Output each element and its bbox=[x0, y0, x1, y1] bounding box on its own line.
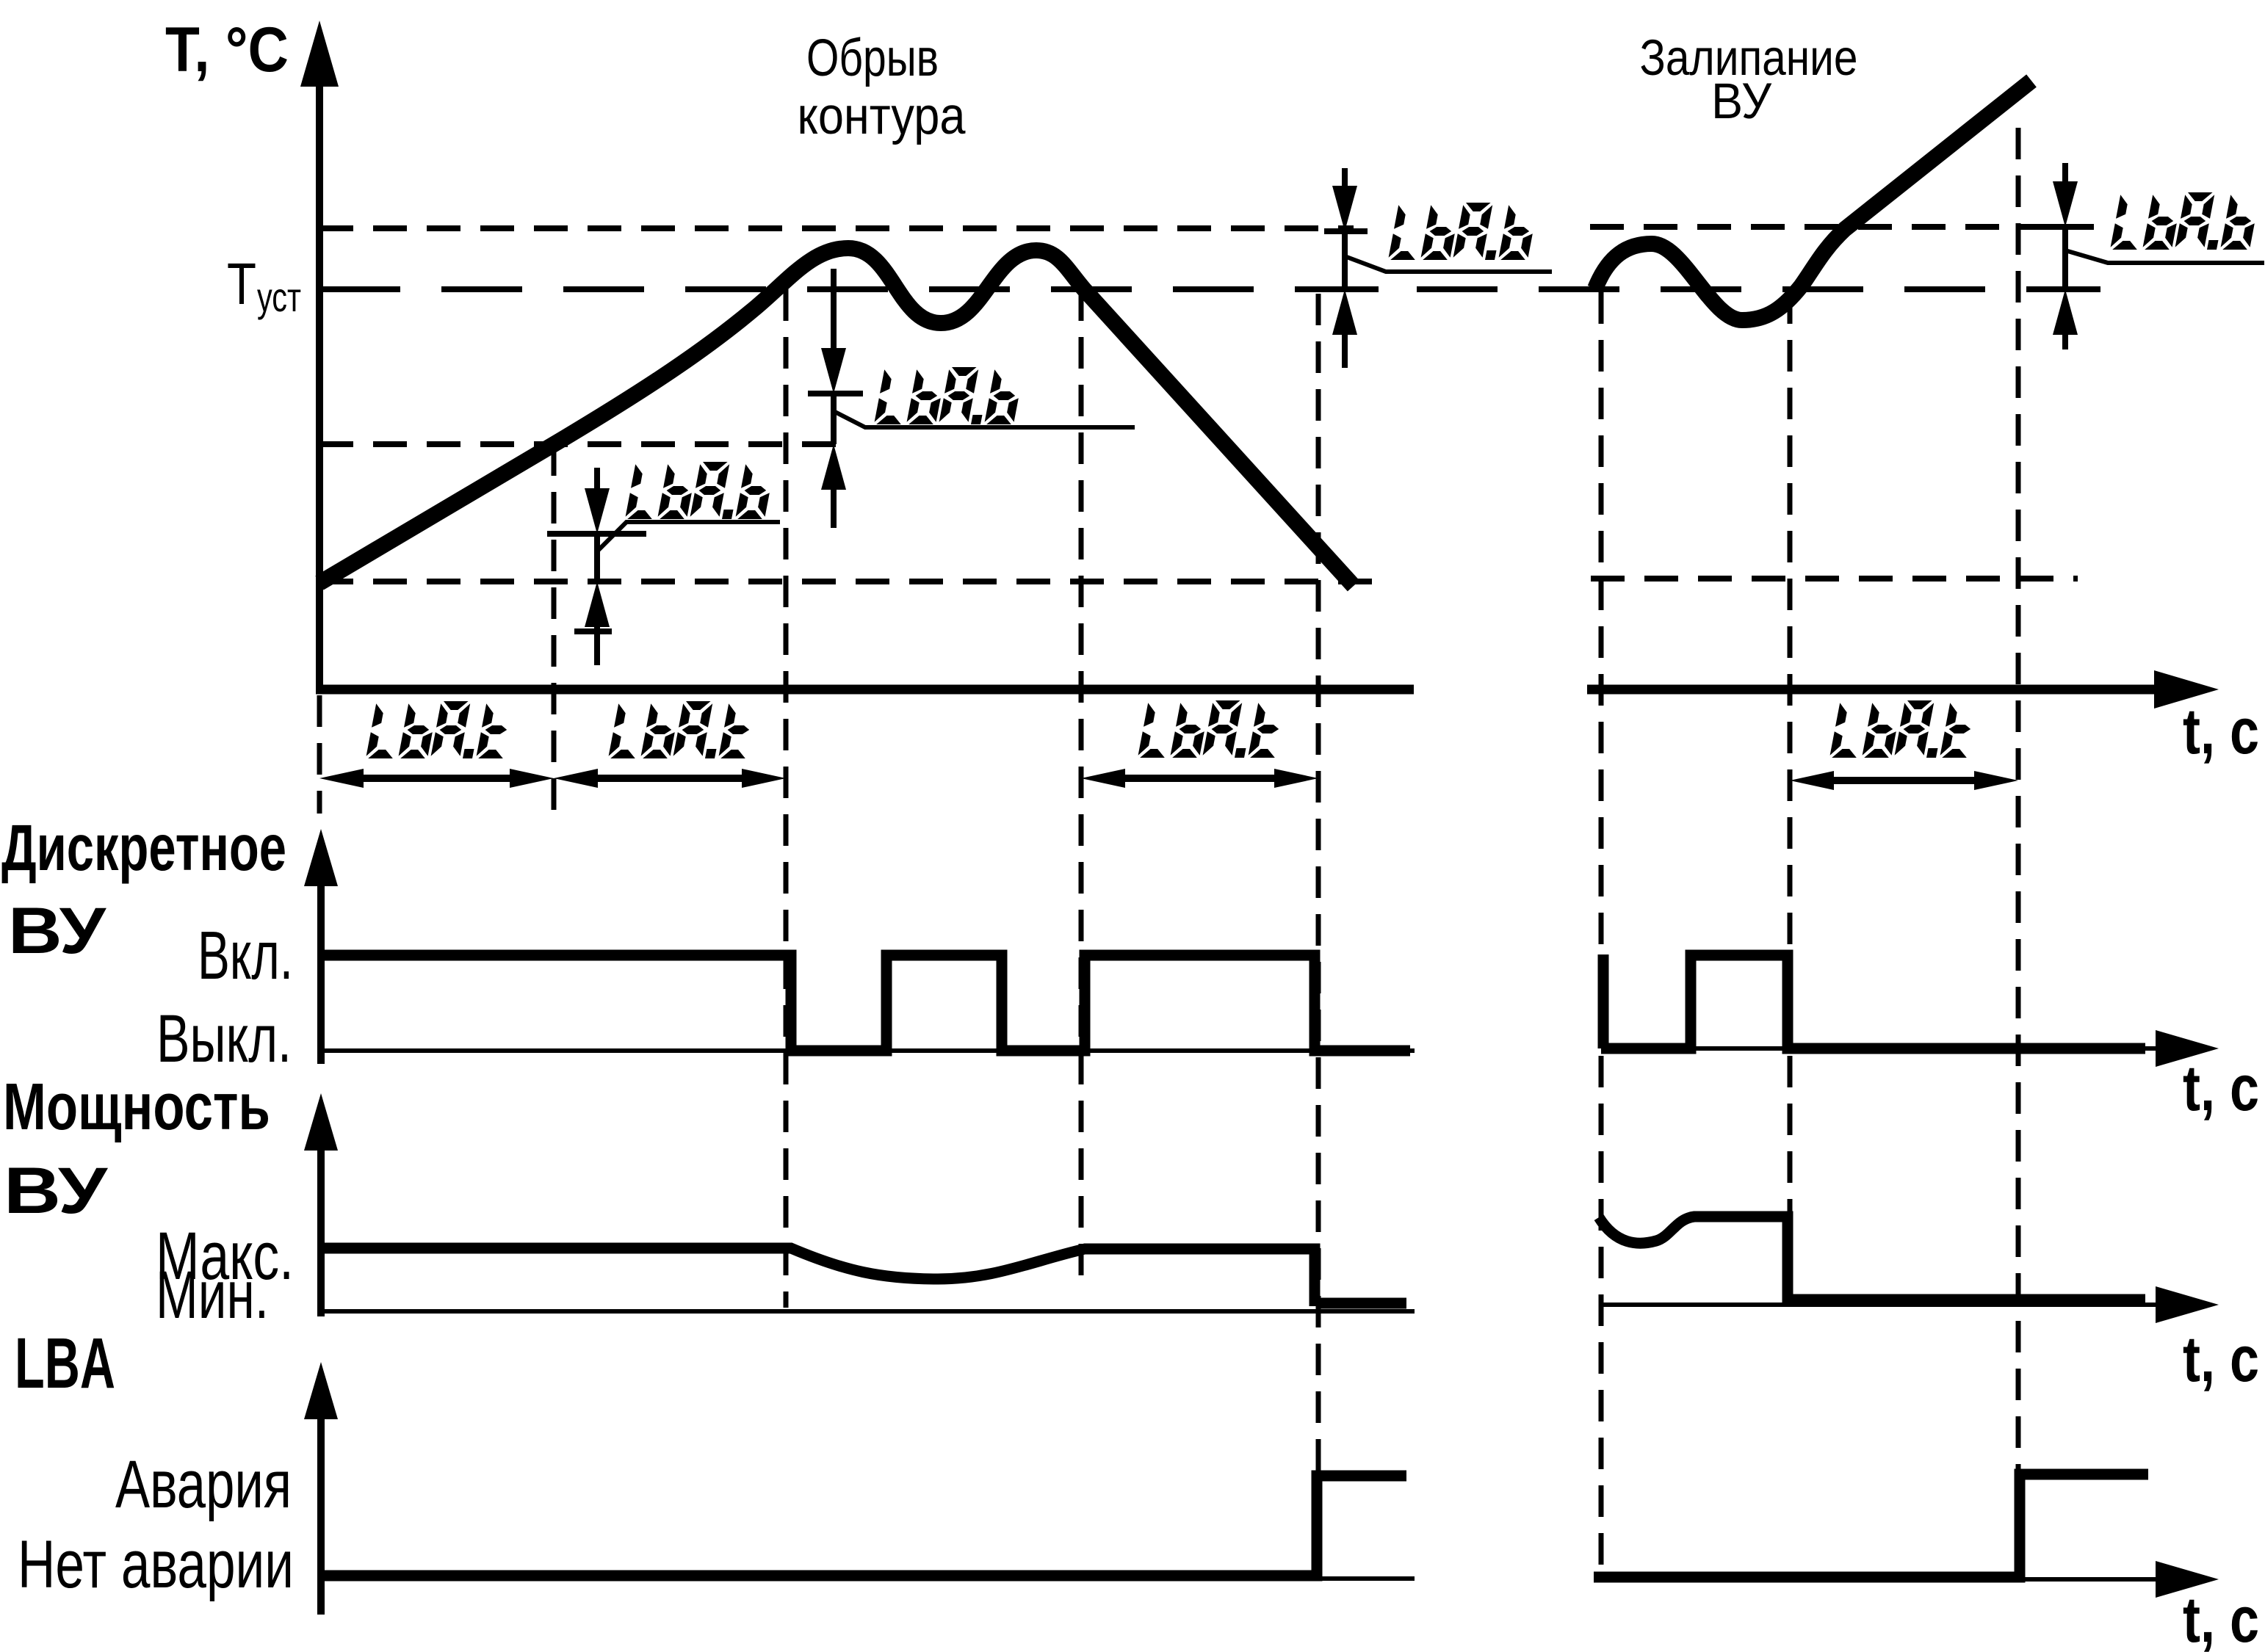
svg-text:Мин.: Мин. bbox=[156, 1258, 269, 1333]
svg-text:t, c: t, c bbox=[2183, 1051, 2259, 1124]
svg-text:Т: Т bbox=[227, 251, 256, 316]
svg-text:ВУ: ВУ bbox=[1711, 73, 1772, 129]
svg-text:Обрыв: Обрыв bbox=[806, 29, 939, 87]
svg-text:ВУ: ВУ bbox=[4, 1153, 109, 1227]
svg-text:Авария: Авария bbox=[115, 1447, 292, 1522]
svg-text:Нет аварии: Нет аварии bbox=[18, 1527, 294, 1602]
svg-text:ВУ: ВУ bbox=[8, 894, 107, 967]
svg-text:Залипание: Залипание bbox=[1640, 29, 1858, 86]
svg-text:контура: контура bbox=[798, 87, 966, 145]
svg-text:t, c: t, c bbox=[2183, 695, 2259, 767]
svg-text:t, c: t, c bbox=[2183, 1322, 2259, 1395]
svg-text:уст: уст bbox=[257, 274, 301, 320]
svg-text:Вкл.: Вкл. bbox=[198, 917, 293, 993]
svg-text:Макс.: Макс. bbox=[156, 1219, 294, 1294]
svg-text:Выкл.: Выкл. bbox=[156, 1001, 292, 1076]
svg-text:Т, °С: Т, °С bbox=[165, 15, 289, 85]
svg-text:Дискретное: Дискретное bbox=[1, 811, 286, 884]
svg-text:LBA: LBA bbox=[15, 1323, 115, 1403]
svg-text:Мощность: Мощность bbox=[3, 1070, 270, 1144]
svg-text:t, c: t, c bbox=[2183, 1583, 2259, 1652]
